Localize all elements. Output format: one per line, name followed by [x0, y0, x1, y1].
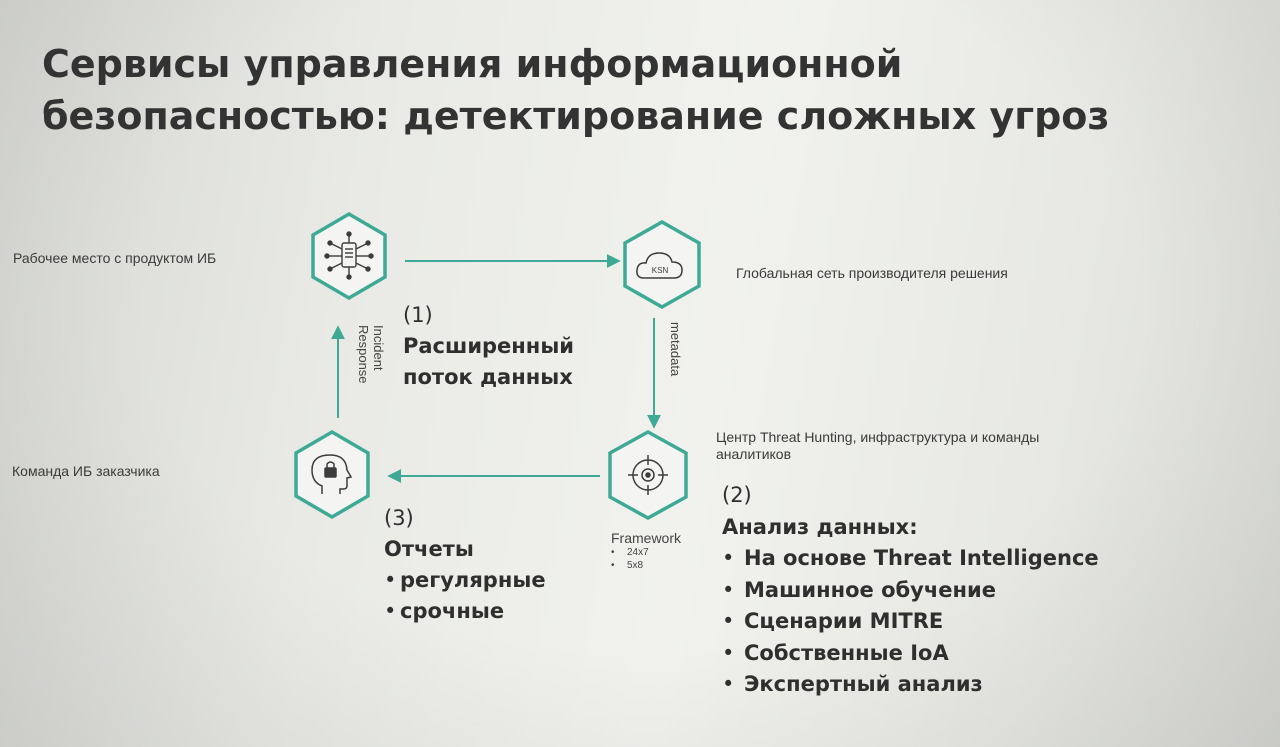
enhanced-flow-line-1: Расширенный [403, 334, 575, 358]
bullet: • [611, 547, 615, 558]
bullet: • [722, 546, 735, 570]
list-item-text: 24x7 [627, 547, 649, 558]
customer-team-label: Команда ИБ заказчика [12, 463, 160, 479]
slide-title-line-1: Сервисы управления информационной [42, 42, 903, 86]
incident-response-line-2: Response [356, 325, 371, 384]
list-item: • На основе Threat Intelligence [722, 543, 1099, 575]
bullet: • [611, 560, 615, 571]
list-item-text: На основе Threat Intelligence [744, 546, 1099, 570]
workstation-label: Рабочее место с продуктом ИБ [13, 250, 217, 266]
reports-block: (3) Отчеты •регулярные •срочные [384, 503, 546, 627]
analysis-block: (2) Анализ данных: • На основе Threat Int… [722, 480, 1099, 701]
workstation-node [311, 211, 387, 301]
list-item-text: срочные [400, 599, 505, 623]
threat-center-label-line-1: Центр Threat Hunting, инфраструктура и к… [716, 429, 1040, 445]
incident-response-label: Incident Response [356, 325, 386, 384]
list-item-text: Машинное обучение [744, 577, 996, 602]
incident-response-line-1: Incident [371, 325, 386, 371]
list-item: • 24x7 [611, 546, 681, 559]
framework-label: Framework [611, 530, 682, 546]
analysis-heading: Анализ данных: [722, 514, 918, 539]
threat-center-node [608, 430, 688, 520]
bullet: • [384, 599, 397, 623]
slide-title: Сервисы управления информационной безопа… [42, 38, 1142, 142]
enhanced-flow-line-2: поток данных [403, 365, 573, 389]
reports-number: (3) [384, 506, 414, 530]
reports-list: •регулярные •срочные [384, 565, 546, 627]
ksn-node: KSN [623, 219, 701, 310]
workstation-network-icon [324, 231, 374, 280]
framework-list: • 24x7 • 5x8 [611, 546, 681, 572]
bullet: • [722, 640, 735, 665]
slide-title-line-2: безопасностью: детектирование сложных уг… [42, 94, 1110, 138]
list-item: •срочные [384, 596, 546, 627]
metadata-label: metadata [668, 322, 683, 377]
target-crosshair-icon [628, 455, 668, 495]
list-item: • 5x8 [611, 559, 681, 572]
list-item: •регулярные [384, 565, 546, 596]
ksn-icon-text: KSN [652, 266, 669, 275]
list-item: • Экспертный анализ [722, 669, 1099, 701]
bullet: • [384, 568, 397, 592]
list-item-text: Сценарии MITRE [744, 609, 944, 633]
bullet: • [722, 577, 735, 602]
list-item: • Машинное обучение [722, 575, 1099, 607]
list-item-text: Экспертный анализ [744, 672, 983, 696]
customer-team-node [294, 429, 370, 520]
bullet: • [722, 672, 735, 696]
threat-center-label-line-2: аналитиков [716, 446, 792, 462]
analysis-list: • На основе Threat Intelligence • Машинное… [722, 543, 1099, 701]
analysis-number: (2) [722, 483, 752, 507]
reports-heading: Отчеты [384, 537, 474, 561]
head-lock-icon [311, 454, 353, 494]
enhanced-flow-block: (1) Расширенный поток данных [403, 300, 574, 393]
ksn-label: Глобальная сеть производителя решения [736, 265, 1008, 281]
list-item: • Сценарии MITRE [722, 606, 1099, 638]
list-item-text: Собственные IoA [744, 640, 949, 665]
bullet: • [722, 609, 735, 633]
list-item-text: 5x8 [627, 560, 644, 571]
enhanced-flow-number: (1) [403, 303, 433, 327]
list-item-text: регулярные [400, 568, 546, 592]
threat-center-label: Центр Threat Hunting, инфраструктура и к… [716, 429, 1039, 463]
list-item: • Собственные IoA [722, 638, 1099, 670]
framework-block: Framework • 24x7 • 5x8 [611, 530, 681, 572]
cloud-icon [636, 252, 683, 279]
